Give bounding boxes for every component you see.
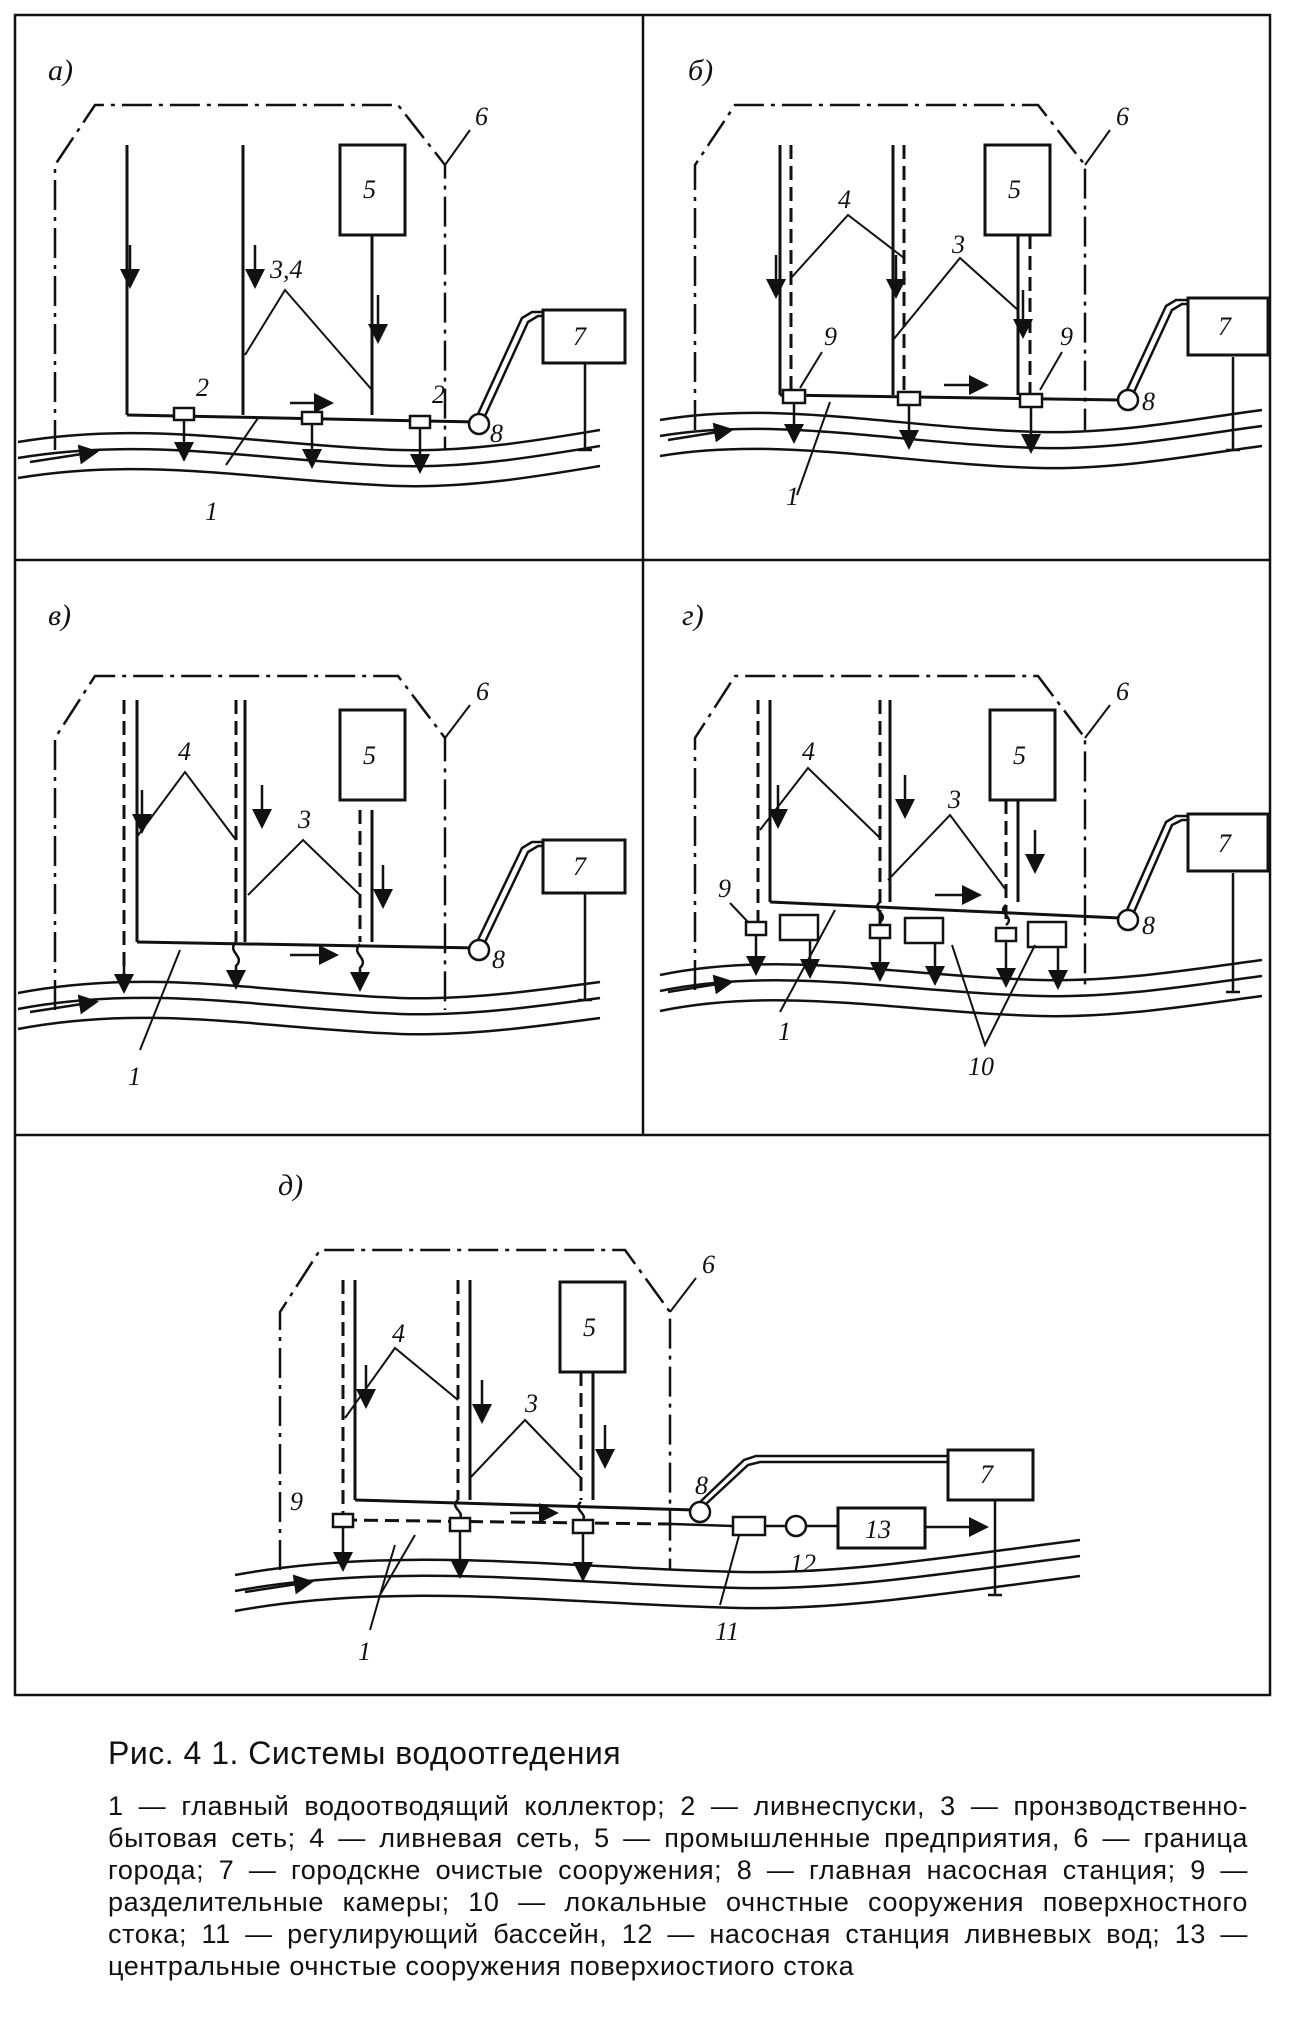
label-3: 3 — [297, 805, 311, 834]
label-13: 13 — [865, 1515, 891, 1544]
label-5: 5 — [1008, 175, 1021, 204]
river — [17, 428, 601, 488]
label-4: 4 — [178, 737, 191, 766]
label-6: 6 — [1116, 102, 1129, 131]
label-3: 3 — [947, 785, 961, 814]
figure-caption: Рис. 4 1. Системы водоотгедения 1 — глав… — [108, 1735, 1248, 1982]
label-8: 8 — [492, 945, 505, 974]
label-9: 9 — [1060, 322, 1073, 351]
river — [659, 408, 1263, 470]
flow-arrows — [120, 245, 388, 413]
label-3: 3 — [951, 230, 965, 259]
main-pump-station — [467, 412, 491, 436]
label-9: 9 — [290, 1487, 303, 1516]
label-10: 10 — [968, 1052, 994, 1081]
label-8: 8 — [695, 1471, 708, 1500]
label-7: 7 — [573, 322, 587, 351]
label-4: 4 — [392, 1319, 405, 1348]
label-1: 1 — [358, 1637, 371, 1666]
local-treatment — [744, 913, 1068, 990]
label-6: 6 — [1116, 677, 1129, 706]
figure-frame — [13, 13, 1272, 1697]
label-1: 1 — [128, 1062, 141, 1091]
label-5: 5 — [1013, 741, 1026, 770]
domestic-network — [778, 145, 1121, 402]
label-1: 1 — [205, 497, 218, 526]
panel-v: в) 6 — [17, 599, 627, 1091]
label-8: 8 — [490, 419, 503, 448]
label-4: 4 — [838, 185, 851, 214]
label-12: 12 — [790, 1549, 816, 1578]
industrial-enterprise — [338, 143, 407, 237]
panel-g: г) 6 5 — [659, 599, 1270, 1081]
storm-overflows — [172, 406, 432, 474]
panel-label-d: д) — [278, 1169, 303, 1202]
caption-title: Рис. 4 1. Системы водоотгедения — [108, 1735, 622, 1771]
regulating-basin — [731, 1515, 767, 1537]
panel-label-b: б) — [688, 54, 713, 87]
label-8: 8 — [1142, 911, 1155, 940]
label-7: 7 — [573, 852, 587, 881]
city-boundary — [53, 103, 447, 450]
panel-b: б) 6 5 — [659, 54, 1270, 511]
city-boundary — [693, 103, 1087, 430]
domestic-network — [135, 700, 479, 950]
central-treatment — [836, 1506, 927, 1550]
caption-legend: 1 — главный водоотводящий коллектор; 2 —… — [108, 1791, 1248, 1981]
storm-network — [122, 700, 362, 990]
combined-network — [125, 145, 479, 424]
label-3: 3 — [524, 1389, 538, 1418]
label-2: 2 — [196, 373, 209, 402]
panel-a: а) 6 5 — [17, 54, 627, 526]
storm-pump-station — [784, 1514, 808, 1538]
separation-chambers — [781, 388, 1044, 454]
label-6: 6 — [702, 1250, 715, 1279]
label-1: 1 — [786, 482, 799, 511]
panel-label-v: в) — [48, 599, 71, 632]
label-7: 7 — [1218, 829, 1232, 858]
storm-network — [789, 145, 1032, 395]
label-5: 5 — [363, 741, 376, 770]
panel-d: д) 6 5 — [234, 1169, 1081, 1666]
label-7: 7 — [1218, 312, 1232, 341]
label-6: 6 — [476, 677, 489, 706]
label-7: 7 — [980, 1460, 994, 1489]
label-8: 8 — [1142, 387, 1155, 416]
label-2: 2 — [432, 380, 445, 409]
label-9: 9 — [718, 874, 731, 903]
label-3-4: 3,4 — [269, 255, 303, 284]
label-5: 5 — [363, 175, 376, 204]
label-11: 11 — [715, 1617, 739, 1646]
city-wwtp — [541, 308, 627, 365]
label-9: 9 — [824, 322, 837, 351]
label-1: 1 — [778, 1017, 791, 1046]
panel-label-g: г) — [682, 599, 704, 632]
label-5: 5 — [583, 1313, 596, 1342]
label-4: 4 — [802, 737, 815, 766]
panel-label-a: а) — [48, 54, 73, 87]
label-6: 6 — [475, 102, 488, 131]
